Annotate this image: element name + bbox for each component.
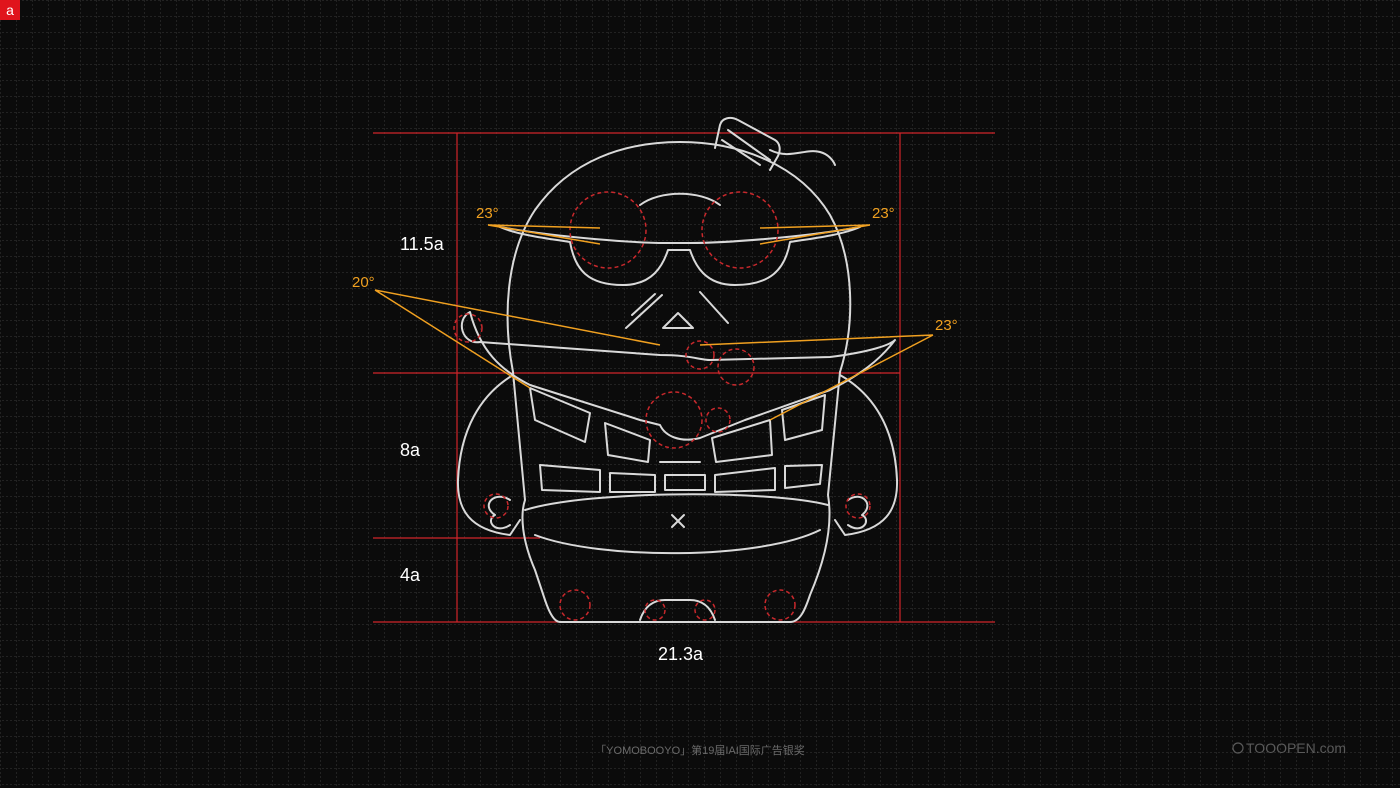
dashed-circle xyxy=(645,391,703,449)
angle-guide-brow-left xyxy=(487,224,601,245)
head-outline xyxy=(506,141,852,373)
chest-panel xyxy=(609,472,656,493)
angle-guides xyxy=(374,224,934,421)
body-outline xyxy=(512,371,841,623)
right-arm xyxy=(834,374,899,536)
angle-guide-arm-left xyxy=(374,289,661,389)
feet-icon xyxy=(639,599,716,621)
center-mark-icon xyxy=(671,514,685,528)
angle-label-arm-left: 20° xyxy=(352,274,375,291)
chest-panel xyxy=(781,394,826,441)
badge-label: a xyxy=(6,2,14,18)
dashed-circle xyxy=(705,407,731,433)
dashed-circle xyxy=(453,313,483,343)
footer-caption: 「YOMOBOOYO」第19届IAI国际广告银奖 xyxy=(595,743,805,757)
angle-guide-arm-right xyxy=(699,334,934,421)
watermark: TOOOPEN.com xyxy=(1232,740,1346,756)
sunglasses-icon xyxy=(499,226,861,286)
dimension-label-legs: 4a xyxy=(400,565,421,585)
chest-panel xyxy=(784,464,823,489)
badge-box xyxy=(0,0,20,20)
waist-band xyxy=(524,493,829,555)
chest-panel xyxy=(714,467,776,493)
construction-circles xyxy=(453,191,871,621)
dimension-label-body: 8a xyxy=(400,440,421,460)
dashed-circle xyxy=(701,191,779,269)
dashed-circle xyxy=(569,191,647,269)
chest-panel xyxy=(529,387,591,443)
watermark-logo-icon xyxy=(1232,742,1244,754)
left-hand-icon xyxy=(487,495,511,530)
dimension-label-width: 21.3a xyxy=(658,644,704,664)
dimension-label-head: 11.5a xyxy=(400,234,445,254)
dashed-circle xyxy=(717,348,755,386)
dashed-circle xyxy=(483,493,509,519)
character-outline xyxy=(456,116,899,623)
arms-band xyxy=(460,311,896,441)
brow-bridge xyxy=(639,192,721,206)
dashed-circle xyxy=(644,599,666,621)
chest-panel xyxy=(711,419,773,463)
chest-panels xyxy=(529,387,826,493)
hair-tie xyxy=(721,129,836,166)
angle-label-arm-right: 23° xyxy=(935,317,958,334)
angle-label-brow-right: 23° xyxy=(872,205,895,222)
dashed-circle xyxy=(685,340,715,370)
angle-guide-brow-right xyxy=(759,224,871,245)
chest-panel xyxy=(604,422,651,463)
dashed-circle xyxy=(845,493,871,519)
watermark-text: TOOOPEN.com xyxy=(1246,740,1346,756)
dashed-circle xyxy=(694,599,716,621)
angle-label-brow-left: 23° xyxy=(476,205,499,222)
dashed-circle xyxy=(559,589,591,621)
hair-knot-icon xyxy=(714,116,781,171)
cheek-marks xyxy=(625,291,729,329)
chest-panel xyxy=(539,464,601,493)
corner-badge: a xyxy=(0,0,20,20)
left-arm xyxy=(456,374,521,536)
chest-panel xyxy=(664,474,706,491)
right-hand-icon xyxy=(847,495,869,530)
dashed-circle xyxy=(764,589,796,621)
nose-icon xyxy=(662,312,694,329)
